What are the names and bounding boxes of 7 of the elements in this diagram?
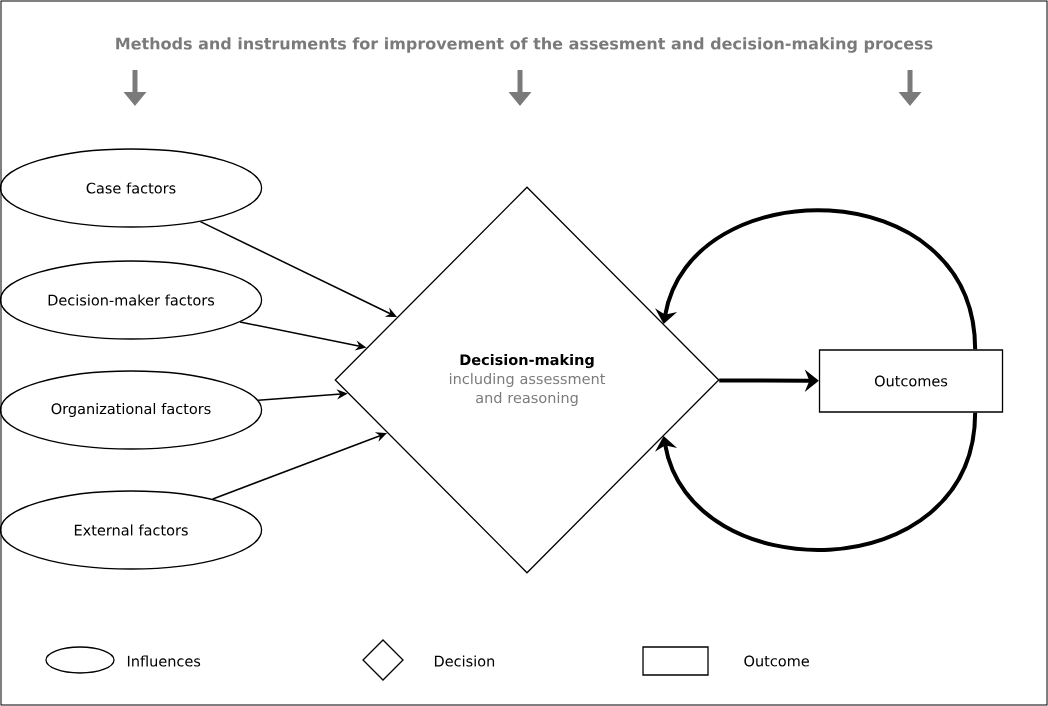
arrow <box>199 220 397 317</box>
outcome-box: Outcomes <box>818 349 1004 413</box>
arrow <box>655 412 978 552</box>
legend-label: Outcome <box>744 655 809 667</box>
title: Methods and instruments for improvement of the assesment and decision-making process <box>116 37 933 53</box>
legend-label: Decision <box>434 655 495 667</box>
legend-label: Influences <box>127 655 201 667</box>
